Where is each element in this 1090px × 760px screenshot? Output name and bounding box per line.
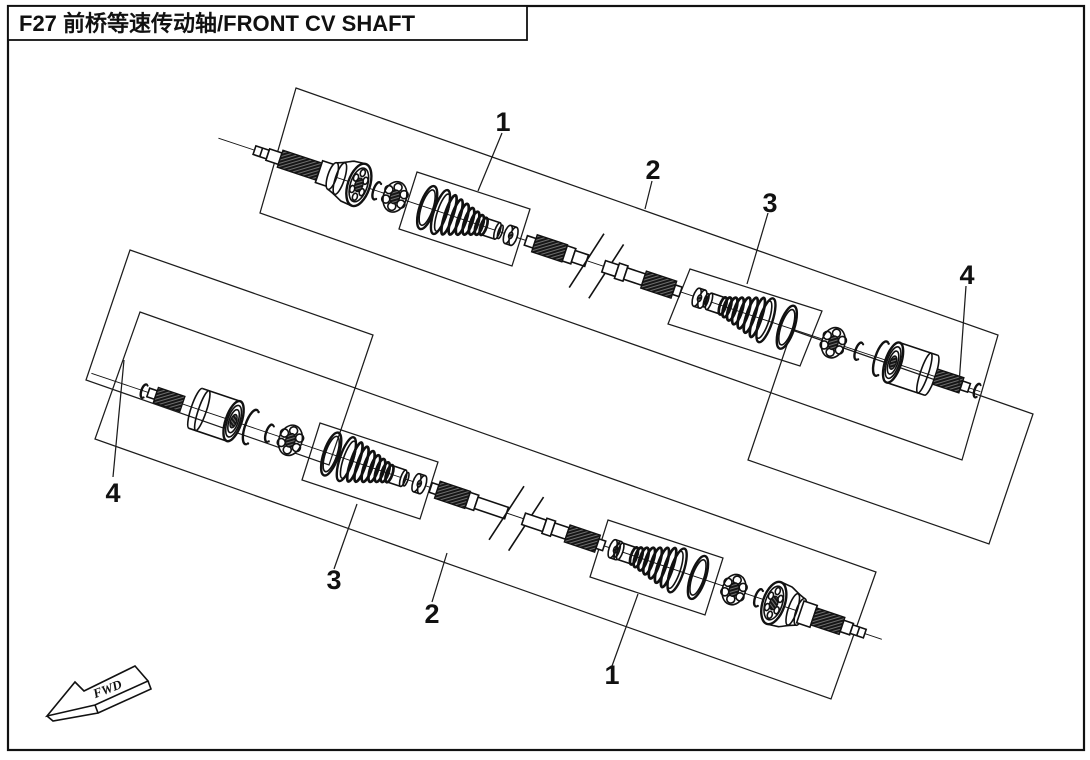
callout-lower-3: 3 bbox=[326, 565, 341, 595]
group-box-lower-outer-boot bbox=[589, 519, 724, 616]
upper-centerline bbox=[218, 137, 981, 393]
lower-inner-spider-cage bbox=[273, 420, 308, 460]
callout-upper-1: 1 bbox=[495, 107, 510, 137]
upper-drive-shaft bbox=[523, 233, 684, 300]
leader-lower-3 bbox=[333, 503, 358, 570]
group-box-upper-assembly bbox=[259, 87, 999, 461]
group-outline-boxes bbox=[85, 87, 1034, 700]
title-box bbox=[7, 5, 528, 41]
callout-upper-4: 4 bbox=[959, 260, 974, 290]
callout-labels: 1 2 3 4 1 2 3 4 bbox=[105, 107, 974, 690]
lower-inner-spline-stub bbox=[152, 386, 186, 413]
leader-upper-3 bbox=[746, 212, 769, 285]
group-box-upper-outer-boot bbox=[398, 171, 531, 267]
upper-outer-joint-housing bbox=[319, 152, 378, 211]
group-box-lower-assembly bbox=[94, 311, 877, 700]
lower-outer-stub-shaft bbox=[795, 599, 868, 639]
page-border bbox=[6, 4, 1086, 752]
lower-drive-shaft bbox=[428, 480, 607, 554]
fwd-arrow: FWD bbox=[44, 665, 153, 722]
callout-upper-2: 2 bbox=[645, 155, 660, 185]
upper-outer-boot-clamp-small bbox=[500, 223, 521, 248]
page-title: F27 前桥等速传动轴/FRONT CV SHAFT bbox=[19, 11, 416, 36]
lower-inner-boot-clamp-small bbox=[409, 471, 430, 496]
leader-lower-1 bbox=[611, 593, 639, 667]
upper-spline-section bbox=[276, 149, 323, 181]
group-box-lower-inner-joint bbox=[85, 249, 374, 466]
leader-lower-2 bbox=[431, 552, 448, 603]
upper-outer-stub-shaft bbox=[252, 144, 337, 188]
callout-leaders bbox=[112, 132, 967, 667]
upper-outer-spider-cage bbox=[377, 177, 413, 217]
leader-upper-1 bbox=[477, 132, 503, 192]
group-box-lower-inner-boot bbox=[301, 422, 439, 520]
lower-shaft-break-mark bbox=[488, 485, 525, 541]
leader-upper-4 bbox=[958, 285, 967, 385]
callout-lower-1: 1 bbox=[604, 660, 619, 690]
leader-upper-2 bbox=[644, 180, 653, 210]
callout-lower-4: 4 bbox=[105, 478, 120, 508]
lower-outer-spider-cage bbox=[716, 570, 752, 609]
leader-lower-4 bbox=[112, 359, 125, 478]
upper-inner-spider-cage bbox=[816, 323, 851, 362]
upper-shaft-break-mark bbox=[568, 233, 605, 288]
callout-lower-2: 2 bbox=[424, 599, 439, 629]
callout-upper-3: 3 bbox=[762, 188, 777, 218]
upper-cv-shaft-assembly bbox=[218, 137, 984, 400]
group-box-upper-inner-boot bbox=[667, 268, 823, 367]
lower-cv-shaft-assembly bbox=[91, 372, 882, 640]
fwd-arrow-extrusion bbox=[46, 680, 153, 722]
